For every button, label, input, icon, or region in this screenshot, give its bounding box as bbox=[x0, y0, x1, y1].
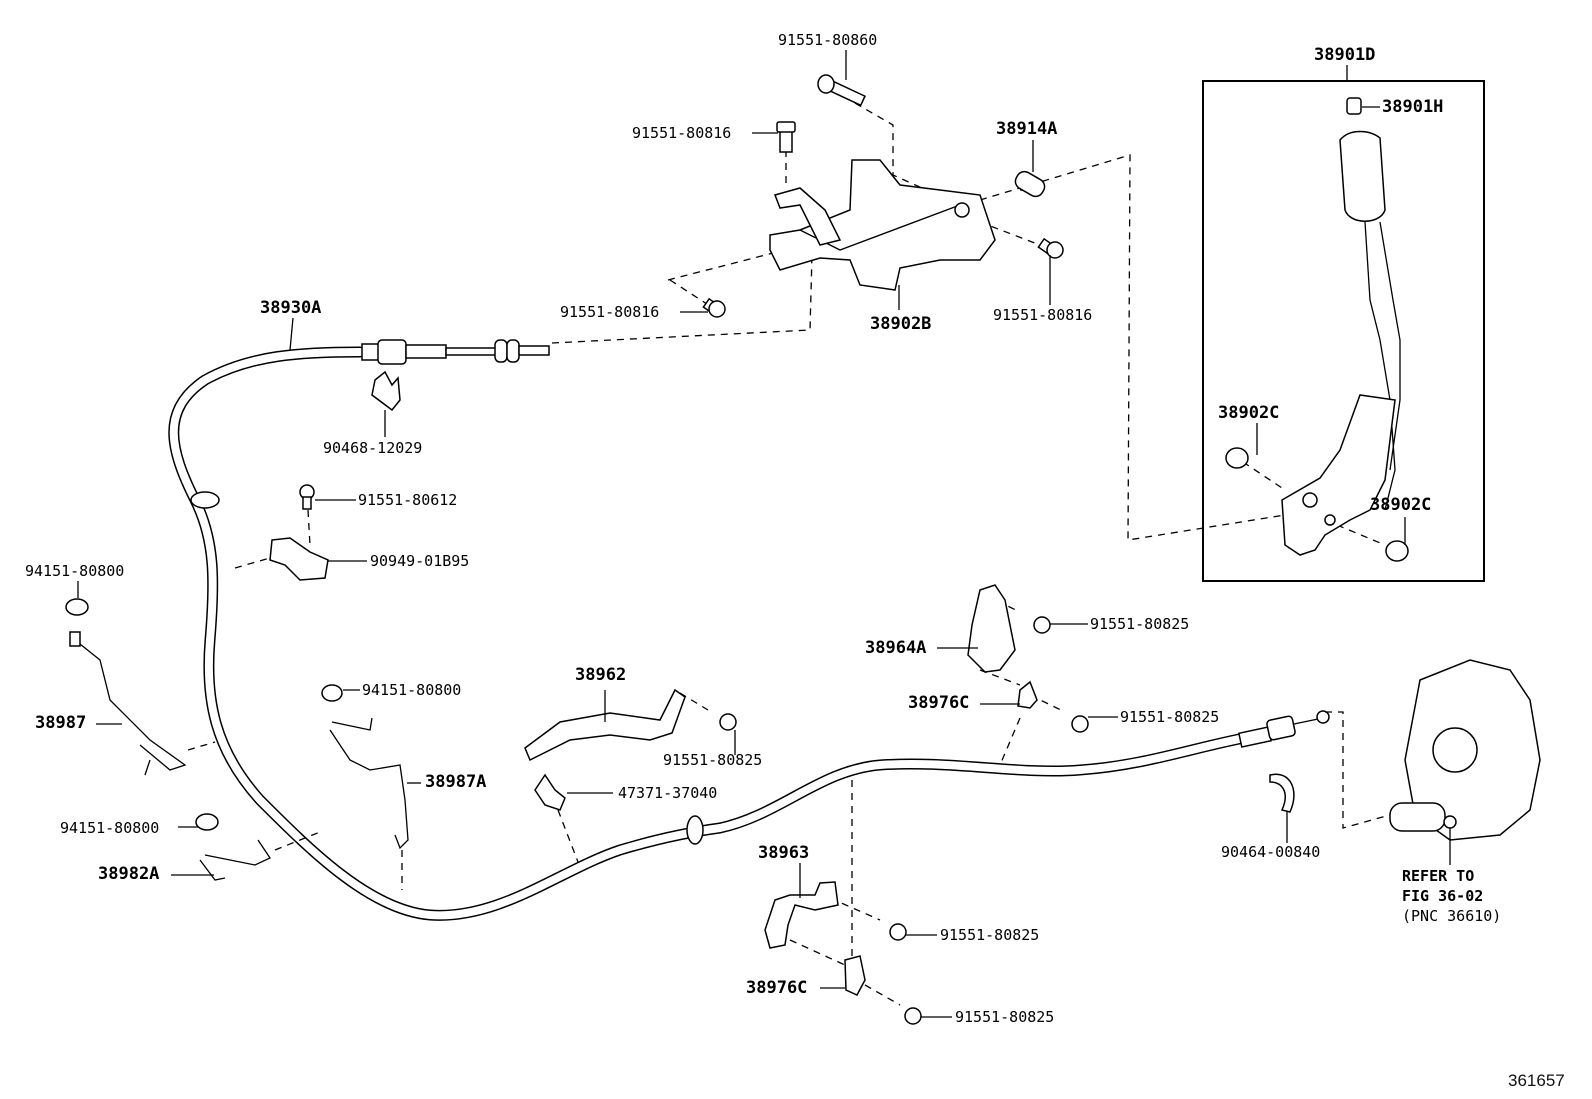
bracket-38987 bbox=[65, 598, 187, 776]
band-clamp-90464-00840 bbox=[1269, 773, 1295, 813]
transmission-housing bbox=[1389, 659, 1541, 841]
bolt-91551-80816-right bbox=[1037, 237, 1064, 259]
label-91551-80825-rod: 91551-80825 bbox=[663, 751, 763, 769]
bolt-91551-80825-lower-a bbox=[889, 923, 907, 941]
label-91551-80816-top: 91551-80816 bbox=[632, 124, 732, 142]
bolt-91551-80816-left bbox=[702, 297, 726, 318]
label-91551-80825-lower-b: 91551-80825 bbox=[955, 1008, 1055, 1026]
reference-note: REFER TO FIG 36-02 (PNC 36610) bbox=[1402, 866, 1501, 926]
bolt-91551-80860 bbox=[817, 74, 866, 107]
label-47371-37040: 47371-37040 bbox=[618, 784, 718, 802]
label-91551-80816-left: 91551-80816 bbox=[560, 303, 660, 321]
bracket-38963 bbox=[764, 881, 839, 949]
bolt-91551-80816-top bbox=[776, 121, 796, 153]
label-94151-80800-upper: 94151-80800 bbox=[25, 562, 125, 580]
label-91551-80825-upper: 91551-80825 bbox=[1090, 615, 1190, 633]
label-90464-00840: 90464-00840 bbox=[1221, 843, 1321, 861]
label-91551-80825-lower-a: 91551-80825 bbox=[940, 926, 1040, 944]
clip-38976C-upper bbox=[1017, 680, 1038, 709]
bolt-91551-80825-upper bbox=[1033, 616, 1051, 634]
clamp-90949-01B95 bbox=[269, 537, 329, 581]
cable-clamp bbox=[686, 815, 704, 845]
label-38914A: 38914A bbox=[996, 119, 1058, 139]
label-94151-80800-mid: 94151-80800 bbox=[362, 681, 462, 699]
bolt-91551-80825-mid bbox=[1071, 715, 1089, 733]
collar-38914A bbox=[1014, 170, 1046, 198]
clip-47371-37040 bbox=[534, 773, 566, 811]
reference-note-line-2: FIG 36-02 bbox=[1402, 887, 1484, 905]
label-94151-80800-lower: 94151-80800 bbox=[60, 819, 160, 837]
label-38976C-lower: 38976C bbox=[746, 978, 808, 998]
bushing-38902C-lower bbox=[1385, 540, 1409, 562]
figure-id: 361657 bbox=[1508, 1071, 1565, 1090]
label-38930A: 38930A bbox=[260, 298, 322, 318]
rod-38962 bbox=[524, 688, 686, 762]
label-38902C-lower: 38902C bbox=[1370, 495, 1432, 515]
cable-38930A bbox=[168, 346, 1266, 921]
bracket-38902B bbox=[769, 159, 996, 291]
label-38976C-upper: 38976C bbox=[908, 693, 970, 713]
label-38982A: 38982A bbox=[98, 864, 160, 884]
label-90949-01B95: 90949-01B95 bbox=[370, 552, 470, 570]
label-38964A: 38964A bbox=[865, 638, 927, 658]
bushing-38902C-upper bbox=[1225, 447, 1249, 469]
reference-note-line-3: (PNC 36610) bbox=[1402, 907, 1502, 925]
label-91551-80860: 91551-80860 bbox=[778, 31, 878, 49]
clip-38976C-lower bbox=[844, 955, 866, 996]
label-38902C-upper: 38902C bbox=[1218, 403, 1280, 423]
label-91551-80612: 91551-80612 bbox=[358, 491, 458, 509]
label-38901D: 38901D bbox=[1314, 45, 1376, 65]
bolt-91551-80612 bbox=[299, 484, 315, 510]
shift-lever-38901D bbox=[1281, 97, 1401, 556]
label-38987A: 38987A bbox=[425, 772, 487, 792]
cable-end-front bbox=[361, 339, 550, 365]
clip-90468-12029 bbox=[371, 370, 401, 412]
lever-assembly-box bbox=[1202, 80, 1485, 582]
bracket-38982A bbox=[195, 813, 271, 881]
label-38902B: 38902B bbox=[870, 314, 932, 334]
label-38962: 38962 bbox=[575, 665, 627, 685]
cable-end-rear bbox=[1237, 710, 1330, 748]
label-38963: 38963 bbox=[758, 843, 810, 863]
label-91551-80816-right: 91551-80816 bbox=[993, 306, 1093, 324]
reference-note-line-1: REFER TO bbox=[1402, 867, 1475, 885]
leader-lines bbox=[77, 50, 1451, 1018]
bolt-91551-80825-rod bbox=[719, 713, 737, 731]
label-90468-12029: 90468-12029 bbox=[323, 439, 423, 457]
bracket-38964A bbox=[967, 584, 1016, 673]
label-38901H: 38901H bbox=[1382, 97, 1444, 117]
bolt-91551-80825-lower-b bbox=[904, 1007, 922, 1025]
label-38987: 38987 bbox=[35, 713, 87, 733]
bracket-38987A bbox=[321, 684, 409, 850]
label-91551-80825-mid: 91551-80825 bbox=[1120, 708, 1220, 726]
grommet bbox=[190, 491, 220, 509]
